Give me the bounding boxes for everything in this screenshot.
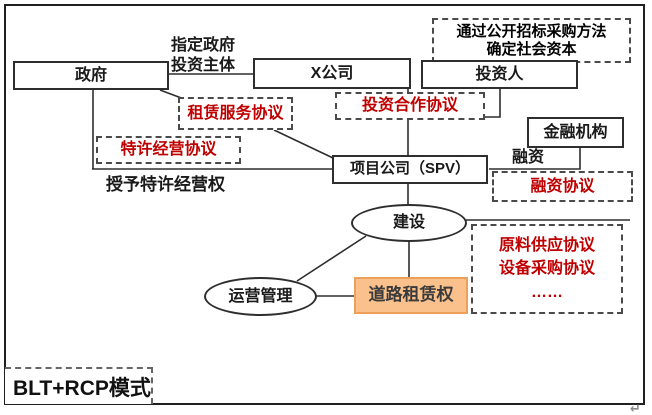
financing-label: 融资 <box>512 149 545 166</box>
diagram-outer-frame <box>4 4 645 405</box>
supply-agreements-box: 原料供应协议 设备采购协议 …… <box>471 224 623 314</box>
designate-government-line1: 指定政府 <box>171 37 236 54</box>
financing-agreement-label: 融资协议 <box>530 177 595 195</box>
government-label: 政府 <box>74 66 107 84</box>
designate-government-line2: 投资主体 <box>171 56 236 74</box>
investor-box: 投资人 <box>421 60 578 89</box>
supply-agreement-line3: …… <box>531 283 563 301</box>
diagram-title: BLT+RCP模式 <box>13 376 151 400</box>
investment-cooperation-agreement-box: 投资合作协议 <box>335 92 485 120</box>
return-mark: ↵ <box>630 401 641 415</box>
road-lease-right-box: 道路租赁权 <box>354 277 468 314</box>
supply-agreement-line1: 原料供应协议 <box>498 237 595 255</box>
construction-ellipse: 建设 <box>351 204 467 242</box>
designate-government-label: 指定政府 投资主体 <box>171 36 235 75</box>
supply-agreement-line2: 设备采购协议 <box>498 260 595 278</box>
lease-service-agreement-label: 租赁服务协议 <box>187 104 284 122</box>
construction-label: 建设 <box>392 214 425 232</box>
spv-label: 项目公司（SPV） <box>349 160 470 178</box>
investor-label: 投资人 <box>475 65 524 83</box>
spv-box: 项目公司（SPV） <box>332 155 488 184</box>
operation-management-ellipse: 运营管理 <box>204 277 317 316</box>
x-company-box: X公司 <box>253 58 411 89</box>
procurement-note-line2: 确定社会资本 <box>486 40 577 58</box>
grant-franchise-label: 授予特许经营权 <box>106 175 225 194</box>
franchise-agreement-label: 特许经营协议 <box>120 141 217 159</box>
investment-cooperation-agreement-label: 投资合作协议 <box>361 97 458 115</box>
government-box: 政府 <box>13 61 169 90</box>
franchise-agreement-box: 特许经营协议 <box>96 136 241 164</box>
line-construction-operation <box>296 235 367 282</box>
financing-agreement-box: 融资协议 <box>492 171 633 202</box>
operation-management-label: 运营管理 <box>228 287 293 305</box>
procurement-note-box: 通过公开招标采购方法 确定社会资本 <box>432 18 631 63</box>
road-lease-right-label: 道路租赁权 <box>368 285 454 305</box>
line-finance-spv <box>489 148 581 170</box>
financial-institution-box: 金融机构 <box>527 117 624 148</box>
financial-institution-label: 金融机构 <box>543 123 608 141</box>
x-company-label: X公司 <box>310 64 354 82</box>
diagram-title-box: BLT+RCP模式 <box>5 367 153 404</box>
procurement-note-line1: 通过公开招标采购方法 <box>456 22 607 40</box>
line-lease-spv <box>273 129 334 159</box>
lease-service-agreement-box: 租赁服务协议 <box>178 97 293 130</box>
